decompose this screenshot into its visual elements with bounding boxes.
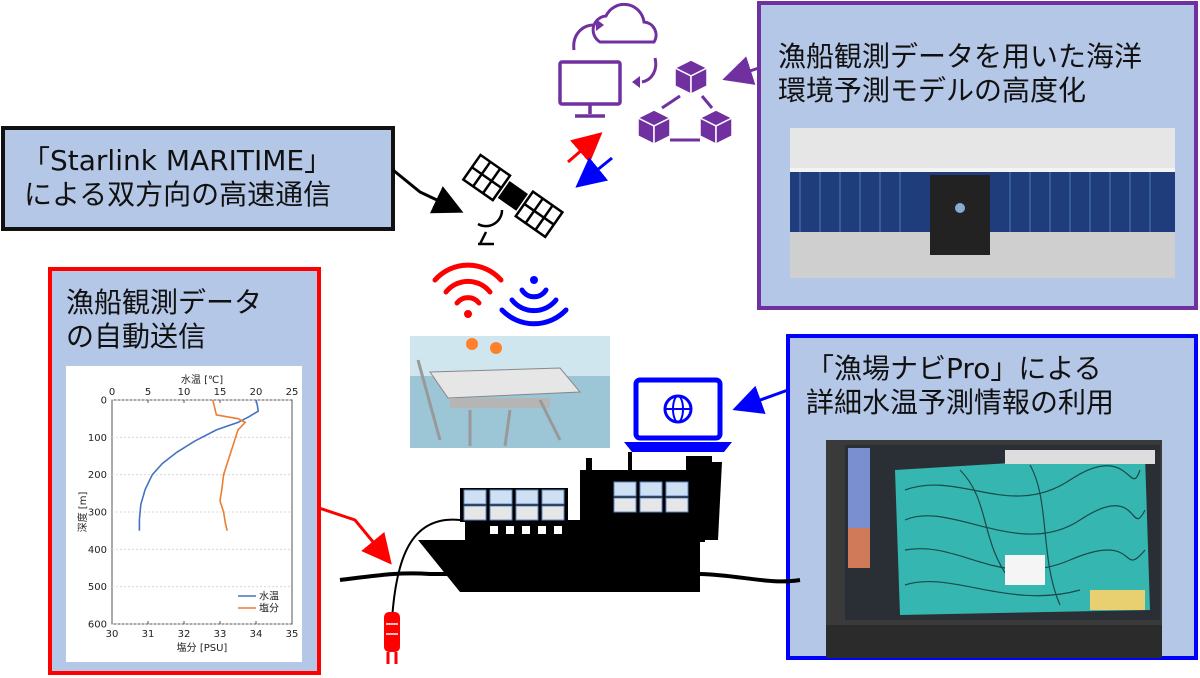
ship-containers: [463, 481, 689, 521]
supercomputer-photo: [790, 128, 1175, 278]
auto-arrow: [318, 506, 392, 565]
chart-top-tick-label: 0: [109, 387, 115, 398]
chart-top-tick-label: 20: [250, 387, 263, 398]
downlink-arrow: [575, 156, 613, 188]
starlink-title: 「Starlink MARITIME」 による双方向の高速通信: [22, 144, 392, 212]
winch-photo: [410, 336, 610, 448]
chart-legend-label-1: 塩分: [259, 602, 279, 615]
auto-title: 漁船観測データ の自動送信: [66, 286, 306, 354]
model-title-line1: 漁船観測データを用いた海洋: [778, 40, 1143, 73]
blocks-links: [661, 94, 714, 142]
chart-bottom-tick-label: 34: [250, 629, 263, 640]
starlink-title-line2: による双方向の高速通信: [24, 178, 332, 211]
blocks-network-icon: [636, 59, 734, 146]
navi-arrow: [732, 385, 789, 414]
ctd-cable: [391, 518, 461, 621]
auto-title-line2: の自動送信: [66, 320, 207, 353]
model-title-line2: 環境予測モデルの高度化: [778, 74, 1087, 107]
ctd-sensor-icon: [384, 612, 400, 664]
chart-series-line-1: [212, 399, 247, 531]
chart-y-tick-label: 600: [88, 620, 107, 631]
uplink-arrow: [567, 132, 603, 164]
transmit-signal-icon: [432, 262, 504, 318]
navi-title: 「漁場ナビPro」による 詳細水温予測情報の利用: [806, 352, 1186, 420]
ship-openings: [490, 526, 562, 534]
chart-top-tick-label: 25: [286, 387, 299, 398]
chart-top-axis-title: 水温 [℃]: [181, 374, 223, 386]
chart-y-axis-title: 深度 [m]: [76, 492, 89, 533]
chart-y-tick-label: 400: [88, 545, 107, 556]
auto-title-line1: 漁船観測データ: [66, 286, 263, 319]
starlink-box: [1, 126, 395, 231]
monitor-icon: [558, 60, 622, 118]
cycle-arrows-icon: [572, 19, 658, 88]
chart-y-tick-label: 0: [101, 396, 107, 407]
receive-signal-icon: [499, 276, 569, 327]
fishing-ship: [418, 452, 722, 592]
chart-bottom-tick-label: 35: [286, 629, 299, 640]
cloud-icon: [591, 2, 658, 44]
chart-bottom-tick-label: 31: [142, 629, 155, 640]
chart-series-line-0: [138, 399, 260, 531]
starlink-arrow: [392, 168, 464, 214]
model-title: 漁船観測データを用いた海洋 環境予測モデルの高度化: [778, 40, 1188, 108]
depth-profile-chart: 0 100 200 300 400 500 600 0 5 10 15 20 25 30 31 32 33 34 3…: [76, 374, 298, 654]
navi-title-line2: 詳細水温予測情報の利用: [806, 386, 1115, 419]
navi-screen-photo: [826, 440, 1162, 658]
chart-bottom-tick-label: 33: [214, 629, 227, 640]
chart-bottom-axis-title: 塩分 [PSU]: [177, 641, 228, 654]
chart-y-tick-label: 100: [88, 433, 107, 444]
chart-y-tick-label: 500: [88, 582, 107, 593]
chart-top-tick-label: 5: [145, 387, 151, 398]
chart-y-tick-label: 300: [88, 508, 107, 519]
starlink-title-line1: 「Starlink MARITIME」: [22, 144, 333, 177]
chart-y-tick-label: 200: [88, 470, 107, 481]
model-arrow: [722, 56, 760, 85]
satellite-icon: [461, 153, 565, 246]
chart-legend-label-0: 水温: [259, 591, 279, 603]
chart-top-tick-label: 15: [214, 387, 227, 398]
chart-bottom-tick-label: 30: [106, 629, 119, 640]
chart-top-tick-label: 10: [178, 387, 191, 398]
chart-bottom-tick-label: 32: [178, 629, 191, 640]
laptop-globe-icon: [624, 377, 732, 452]
navi-title-line1: 「漁場ナビPro」による: [806, 352, 1102, 385]
